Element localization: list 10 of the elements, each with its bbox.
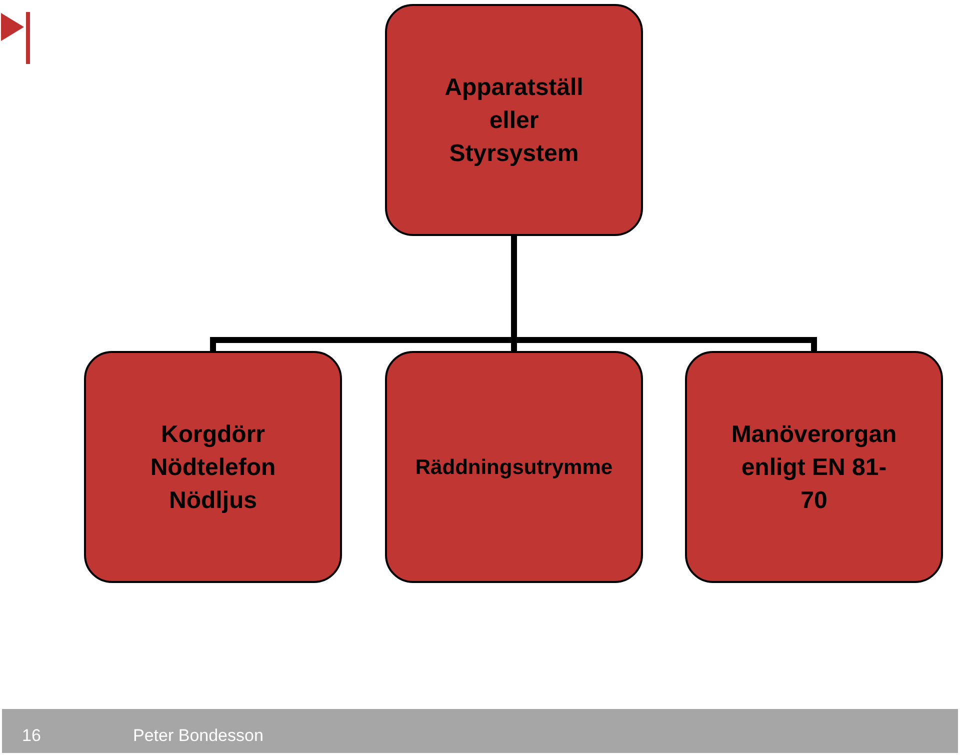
node-label: Apparatställ eller Styrsystem xyxy=(444,72,584,168)
author-name: Peter Bondesson xyxy=(133,726,264,746)
page-number: 16 xyxy=(22,726,41,746)
process-box xyxy=(84,351,342,583)
node-label: Manöverorgan enligt EN 81-70 xyxy=(730,420,898,516)
node-label: Korgdörr Nödtelefon Nödljus xyxy=(149,420,277,516)
process-box xyxy=(385,351,643,583)
node-label: Räddningsutrymme xyxy=(414,454,614,480)
process-box xyxy=(385,4,643,236)
process-box xyxy=(685,351,943,583)
